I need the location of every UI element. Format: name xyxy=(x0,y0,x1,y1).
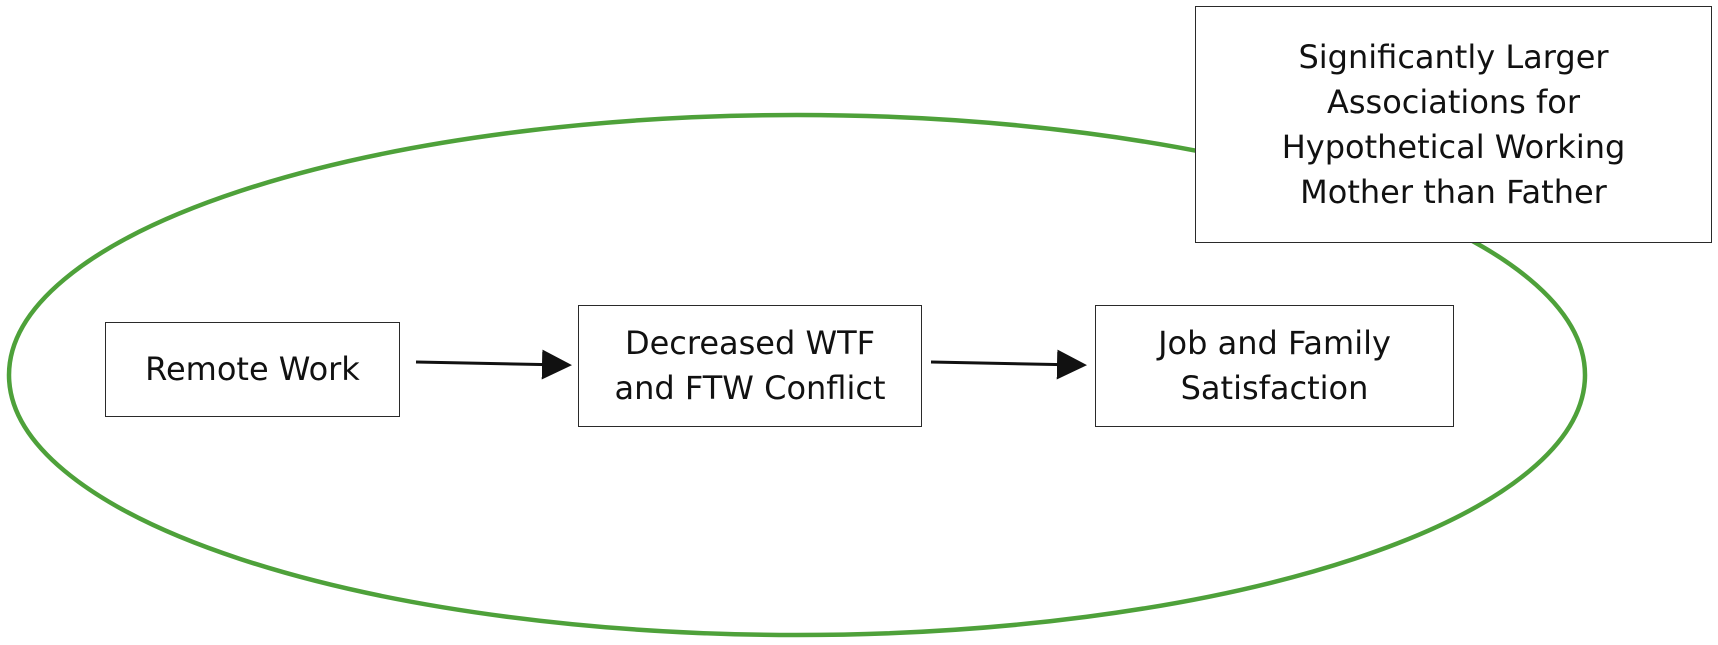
remote-work-box: Remote Work xyxy=(105,322,400,417)
remote-work-label: Remote Work xyxy=(145,350,360,388)
moderation-ellipse xyxy=(6,112,1588,638)
satisfaction-box: Job and Family Satisfaction xyxy=(1095,305,1454,427)
arrow-conflict-to-satisfaction xyxy=(930,349,1087,380)
satisfaction-label: Job and Family Satisfaction xyxy=(1158,324,1391,407)
conflict-label: Decreased WTF and FTW Conflict xyxy=(614,324,886,407)
arrow-remote-to-conflict xyxy=(415,349,572,380)
moderator-box: Significantly Larger Associations for Hy… xyxy=(1195,6,1712,243)
conflict-box: Decreased WTF and FTW Conflict xyxy=(578,305,922,427)
moderator-label: Significantly Larger Associations for Hy… xyxy=(1281,37,1626,211)
